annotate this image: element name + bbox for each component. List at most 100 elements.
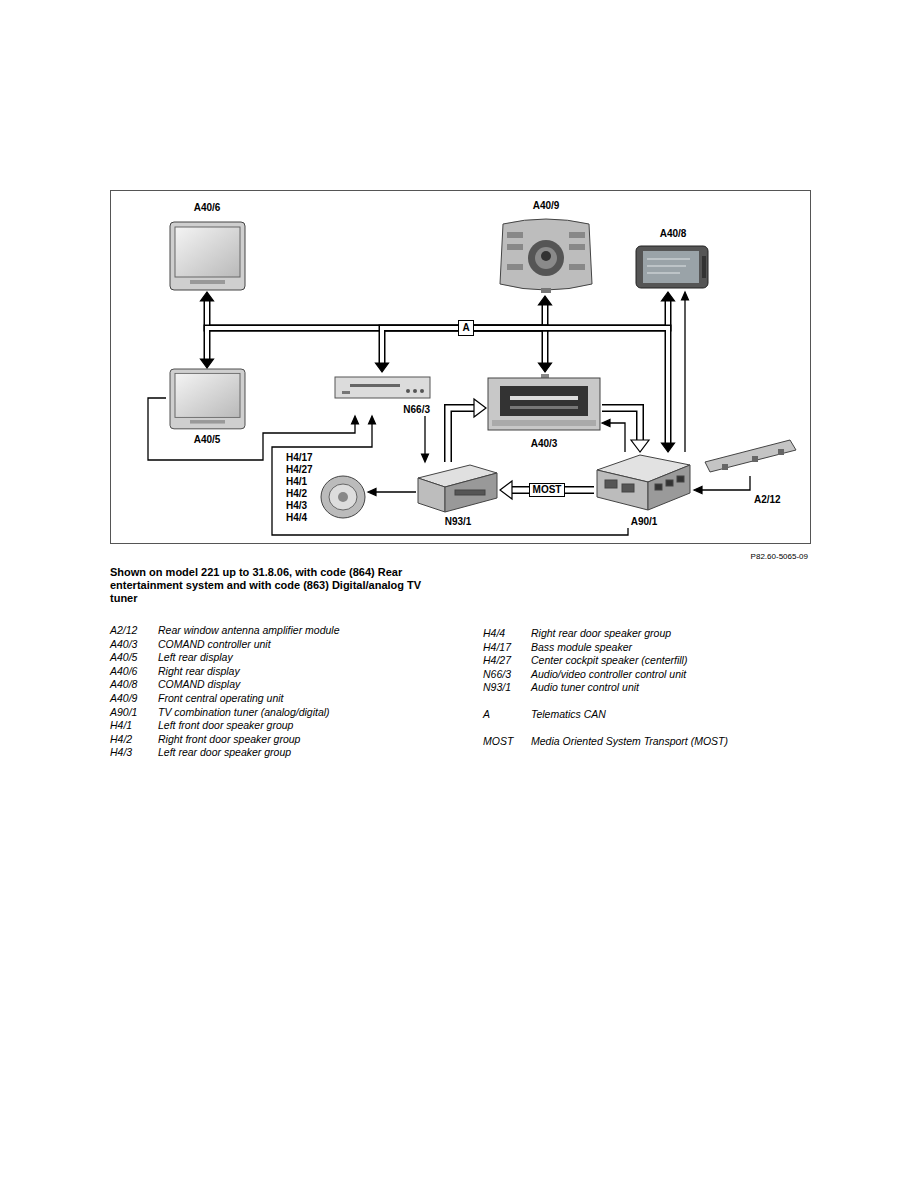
connector bbox=[474, 296, 552, 328]
connector bbox=[422, 416, 429, 462]
key-code: A40/8 bbox=[110, 678, 137, 691]
key-code: H4/4 bbox=[483, 627, 505, 640]
connector-line bbox=[382, 328, 458, 364]
component-node: A90/1 bbox=[594, 452, 694, 528]
connector bbox=[602, 408, 649, 452]
arrow-head bbox=[662, 292, 675, 301]
connector bbox=[474, 328, 675, 452]
connector bbox=[474, 328, 552, 372]
connector bbox=[148, 398, 359, 460]
key-code: A bbox=[483, 708, 490, 721]
connector-line-inner bbox=[382, 328, 458, 364]
component-node: A40/5 bbox=[166, 368, 248, 446]
key-description: COMAND controller unit bbox=[158, 638, 271, 651]
arrow-head bbox=[376, 363, 389, 372]
part-code: A2/12 bbox=[754, 494, 781, 506]
connector-line-inner bbox=[474, 300, 668, 328]
part-code: H4/27 bbox=[286, 464, 313, 476]
arrow-head bbox=[631, 440, 649, 452]
arrow-head bbox=[422, 454, 429, 462]
component-node: A2/12 bbox=[702, 438, 798, 476]
key-description: Audio tuner control unit bbox=[531, 681, 639, 694]
component-node: N93/1 bbox=[416, 462, 500, 528]
connector-line bbox=[207, 328, 458, 360]
arrow-head bbox=[682, 292, 689, 300]
arrow-head bbox=[201, 292, 214, 301]
speaker-picture bbox=[321, 476, 365, 518]
arrow-head bbox=[602, 420, 610, 427]
bus-name: A bbox=[462, 322, 469, 334]
connector bbox=[368, 489, 416, 496]
connector bbox=[448, 399, 486, 462]
component-node: N66/3 bbox=[332, 372, 432, 416]
connector-line-inner bbox=[602, 408, 640, 441]
audio-tuner-picture bbox=[418, 465, 497, 512]
diagram-frame bbox=[111, 191, 811, 544]
part-code: A40/6 bbox=[194, 202, 221, 214]
antenna-amplifier-picture bbox=[705, 440, 796, 472]
component-node: A40/3 bbox=[486, 372, 602, 450]
part-code: H4/2 bbox=[286, 488, 307, 500]
connector-line bbox=[474, 328, 545, 364]
key-code: A90/1 bbox=[110, 706, 137, 719]
key-description: Rear window antenna amplifier module bbox=[158, 624, 340, 637]
part-code: H4/4 bbox=[286, 512, 307, 524]
operating-unit-picture bbox=[500, 219, 592, 293]
part-code: A90/1 bbox=[631, 516, 658, 528]
connector-line bbox=[375, 491, 416, 492]
arrow-head bbox=[352, 416, 359, 424]
key-code: H4/3 bbox=[110, 746, 132, 759]
connector bbox=[602, 420, 625, 453]
arrow-head bbox=[539, 296, 552, 305]
arrow-head bbox=[201, 359, 214, 368]
arrow-head bbox=[539, 363, 552, 372]
key-description: Right rear door speaker group bbox=[531, 627, 671, 640]
connector-line bbox=[424, 416, 425, 455]
part-code: A40/8 bbox=[660, 228, 687, 240]
key-description: Center cockpit speaker (centerfill) bbox=[531, 654, 687, 667]
part-code: N93/1 bbox=[445, 516, 472, 528]
connector-line bbox=[448, 408, 475, 462]
key-code: H4/17 bbox=[483, 641, 511, 654]
component-node: A40/6 bbox=[166, 202, 248, 292]
connector-line bbox=[602, 408, 640, 441]
tv-tuner-picture bbox=[597, 455, 690, 510]
arrow-head bbox=[662, 443, 675, 452]
connector bbox=[500, 481, 594, 499]
comand-unit-picture bbox=[488, 374, 600, 430]
key-code: A40/3 bbox=[110, 638, 137, 651]
arrow-head bbox=[474, 399, 486, 417]
key-description: Left rear display bbox=[158, 651, 233, 664]
bus-label-box: A bbox=[458, 320, 474, 336]
key-description: Right rear display bbox=[158, 665, 240, 678]
connector-line-inner bbox=[474, 328, 668, 444]
connector bbox=[694, 476, 750, 494]
key-code: N93/1 bbox=[483, 681, 511, 694]
part-code: A40/3 bbox=[531, 438, 558, 450]
key-code: MOST bbox=[483, 735, 513, 748]
connector-line-inner bbox=[448, 408, 475, 462]
key-code: A40/9 bbox=[110, 692, 137, 705]
av-controller-picture bbox=[335, 377, 430, 398]
display-picture bbox=[170, 222, 245, 290]
key-code: A2/12 bbox=[110, 624, 137, 637]
key-code: H4/1 bbox=[110, 719, 132, 732]
key-description: Telematics CAN bbox=[531, 708, 606, 721]
key-code: A40/6 bbox=[110, 665, 137, 678]
key-description: Right front door speaker group bbox=[158, 733, 300, 746]
part-code: H4/17 bbox=[286, 452, 313, 464]
connector-line-inner bbox=[474, 328, 545, 364]
arrow-head bbox=[368, 489, 376, 496]
part-code: H4/3 bbox=[286, 500, 307, 512]
arrow-head bbox=[694, 487, 702, 494]
connector-line bbox=[148, 398, 355, 460]
figure-caption: Shown on model 221 up to 31.8.06, with c… bbox=[110, 566, 428, 605]
figure-number: P82.60-5065-09 bbox=[751, 552, 808, 562]
connector bbox=[376, 328, 459, 372]
connector-line bbox=[684, 299, 685, 452]
part-code: A40/9 bbox=[533, 200, 560, 212]
key-description: Media Oriented System Transport (MOST) bbox=[531, 735, 728, 748]
connector-line bbox=[701, 476, 750, 490]
